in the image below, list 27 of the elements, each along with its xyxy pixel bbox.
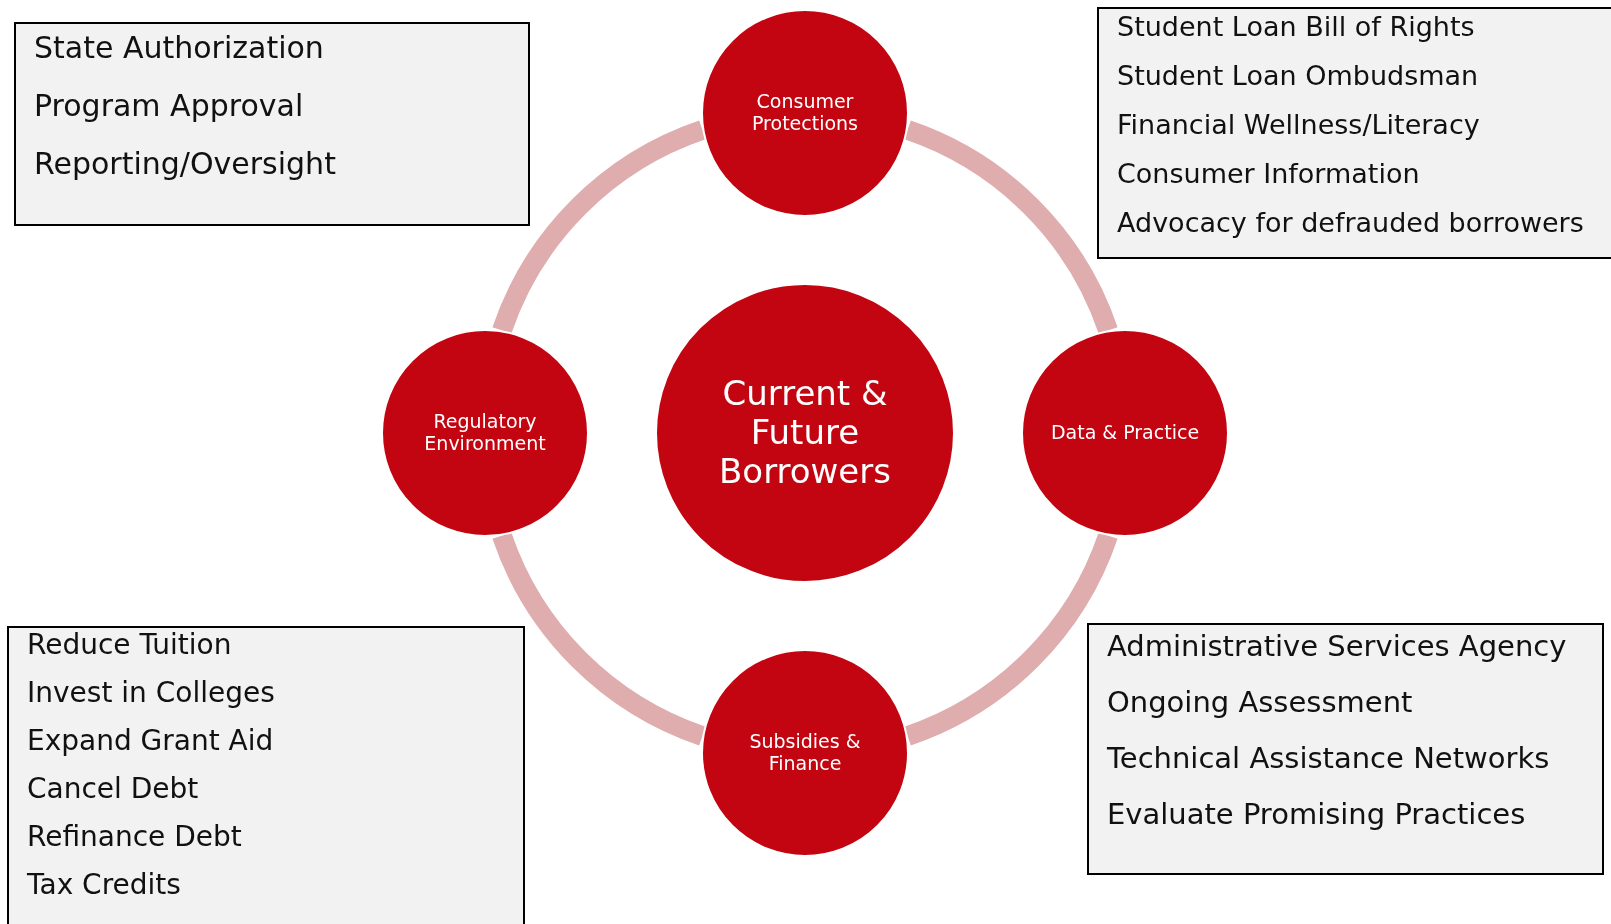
list-item: Student Loan Ombudsman xyxy=(1117,60,1479,91)
list-item: Reduce Tuition xyxy=(27,628,232,661)
list-item: Financial Wellness/Literacy xyxy=(1117,109,1480,140)
list-item: Cancel Debt xyxy=(27,772,199,805)
list-item: Tax Credits xyxy=(27,868,181,901)
list-item: Administrative Services Agency xyxy=(1107,629,1567,663)
list-item: Evaluate Promising Practices xyxy=(1107,797,1526,831)
list-panel xyxy=(14,22,530,226)
circle-label: Subsidies & Finance xyxy=(748,731,862,775)
list-panel xyxy=(1087,623,1604,875)
circle-label: Current & Future Borrowers xyxy=(718,374,892,492)
circle-label: Consumer Protections xyxy=(751,91,859,135)
list-item: Student Loan Bill of Rights xyxy=(1117,11,1475,42)
list-item: Refinance Debt xyxy=(27,820,242,853)
list-item: Advocacy for defrauded borrowers xyxy=(1117,207,1584,238)
list-item: Invest in Colleges xyxy=(27,676,275,709)
list-item: State Authorization xyxy=(34,30,324,65)
circle-label: Regulatory Environment xyxy=(423,411,547,455)
list-item: Reporting/Oversight xyxy=(34,146,336,181)
list-panel xyxy=(7,626,525,924)
list-item: Program Approval xyxy=(34,88,304,123)
list-item: Consumer Information xyxy=(1117,158,1420,189)
list-item: Technical Assistance Networks xyxy=(1107,741,1550,775)
circle-label: Data & Practice xyxy=(1049,422,1201,444)
list-item: Ongoing Assessment xyxy=(1107,685,1413,719)
list-panel xyxy=(1097,7,1611,259)
list-item: Expand Grant Aid xyxy=(27,724,274,757)
